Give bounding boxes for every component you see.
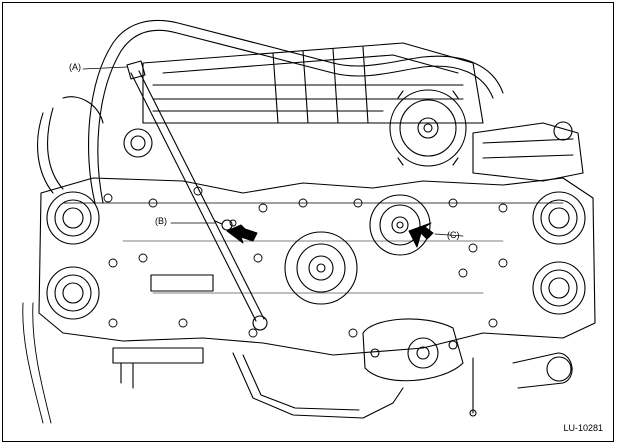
callout-a: (A) <box>69 62 81 72</box>
left-hoses <box>37 96 153 194</box>
gauge-guide-bolt <box>214 219 233 231</box>
oil-level-gauge <box>126 60 268 331</box>
right-upper-bracket <box>472 121 584 182</box>
intake-manifold <box>142 42 484 124</box>
oil-pan <box>232 352 404 419</box>
lower-right-outlet <box>469 352 573 417</box>
pointer-arrow-icon <box>226 222 434 248</box>
crankshaft-pulley <box>284 231 358 305</box>
right-camshaft-sprockets <box>532 191 586 315</box>
callout-leaders <box>82 66 464 237</box>
callout-b: (B) <box>155 216 167 226</box>
cover-bolts <box>103 186 508 338</box>
callout-c: (C) <box>447 230 460 240</box>
timing-cover <box>38 177 596 356</box>
alternator <box>389 89 467 167</box>
figure-code: LU-10281 <box>563 423 603 433</box>
diagram-frame: (A) (B) (C) LU-10281 <box>2 2 614 442</box>
lower-left-pipes <box>22 302 204 424</box>
engine-illustration <box>22 20 596 424</box>
left-camshaft-sprockets <box>46 191 100 320</box>
water-pump <box>362 318 464 382</box>
label-plate <box>150 274 214 292</box>
idler-pulley <box>369 194 431 256</box>
